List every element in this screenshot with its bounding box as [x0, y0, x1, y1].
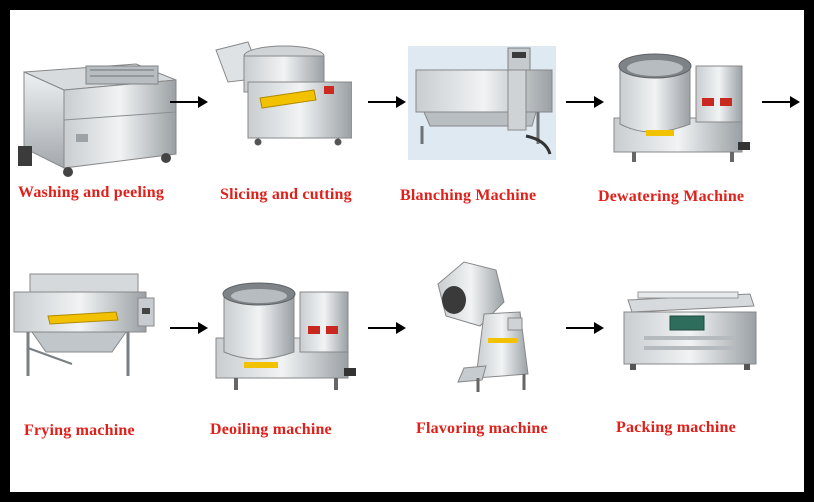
arrow-right-icon	[368, 320, 406, 339]
washing-machine-icon	[16, 50, 184, 180]
dewatering-label: Dewatering Machine	[598, 188, 744, 206]
frying-machine-icon	[12, 268, 162, 380]
flavoring-label: Flavoring machine	[416, 420, 548, 438]
washing-label: Washing and peeling	[18, 184, 164, 202]
slicing-machine-icon	[210, 38, 352, 146]
arrow-right-icon	[170, 320, 208, 339]
deoiling-machine-icon	[214, 276, 360, 394]
blanching-label: Blanching Machine	[400, 187, 536, 205]
slicing-label: Slicing and cutting	[220, 186, 352, 204]
frying-label: Frying machine	[24, 422, 135, 440]
arrow-right-icon	[566, 94, 604, 113]
process-flow-diagram: Washing and peeling Slicing and cutting …	[10, 10, 804, 492]
dewatering-machine-icon	[610, 44, 752, 164]
packing-machine-icon	[620, 290, 760, 372]
arrow-right-icon	[762, 94, 800, 113]
blanching-machine-icon	[408, 46, 556, 160]
arrow-right-icon	[170, 94, 208, 113]
flavoring-machine-icon	[424, 254, 544, 394]
arrow-right-icon	[368, 94, 406, 113]
arrow-right-icon	[566, 320, 604, 339]
packing-label: Packing machine	[616, 419, 736, 437]
deoiling-label: Deoiling machine	[210, 421, 332, 439]
